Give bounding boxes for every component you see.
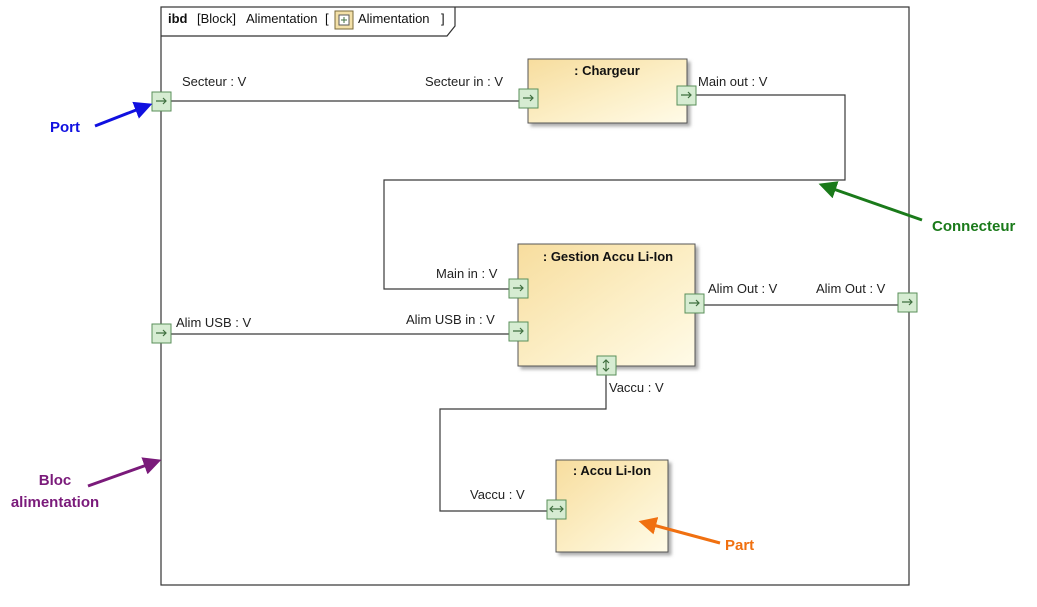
part-chargeur-title: : Chargeur (574, 63, 640, 78)
arrow-connecteur (818, 181, 923, 222)
label-alim-out-gestion: Alim Out : V (708, 281, 778, 296)
port-alim-out-gestion[interactable] (684, 293, 705, 314)
port-main-out[interactable] (676, 85, 697, 106)
connector-main[interactable] (383, 94, 846, 290)
label-vaccu-gestion: Vaccu : V (609, 380, 664, 395)
block-icon (334, 10, 354, 30)
port-secteur[interactable] (151, 91, 172, 112)
annotation-bloc-line2: alimentation (11, 494, 99, 511)
label-vaccu-accu: Vaccu : V (470, 487, 525, 502)
port-secteur-in[interactable] (518, 88, 539, 109)
connector-vaccu[interactable] (439, 374, 607, 512)
arrow-bloc (87, 457, 162, 488)
part-gestion-title: : Gestion Accu Li-Ion (543, 249, 673, 264)
part-accu-title: : Accu Li-Ion (573, 463, 651, 478)
frame-bracket-close: ] (441, 11, 445, 26)
annotation-connecteur: Connecteur (932, 218, 1016, 235)
label-main-out: Main out : V (698, 74, 768, 89)
annotation-port: Port (50, 119, 80, 136)
part-chargeur[interactable]: : Chargeur (527, 58, 688, 124)
port-vaccu-gestion[interactable] (596, 355, 617, 376)
part-gestion-accu[interactable]: : Gestion Accu Li-Ion (517, 243, 696, 367)
label-secteur-in: Secteur in : V (425, 74, 503, 89)
frame-heading-tab (161, 7, 456, 37)
frame-icon-label: Alimentation (358, 11, 430, 26)
part-accu[interactable]: : Accu Li-Ion (555, 459, 669, 553)
arrow-part (638, 517, 721, 545)
port-alim-out-block[interactable] (897, 292, 918, 313)
annotation-part: Part (725, 537, 754, 554)
label-secteur: Secteur : V (182, 74, 247, 89)
frame-kind: ibd (168, 11, 188, 26)
frame-name: Alimentation (246, 11, 318, 26)
port-alim-usb-in[interactable] (508, 321, 529, 342)
arrow-port (94, 101, 153, 128)
port-main-in[interactable] (508, 278, 529, 299)
frame-bracket-open: [ (325, 11, 329, 26)
port-alim-usb[interactable] (151, 323, 172, 344)
label-alim-out-block: Alim Out : V (816, 281, 886, 296)
annotation-bloc-line1: Bloc (39, 472, 72, 489)
port-vaccu-accu[interactable] (546, 499, 567, 520)
label-alim-usb: Alim USB : V (176, 315, 251, 330)
label-main-in: Main in : V (436, 266, 498, 281)
frame-stereotype: [Block] (197, 11, 236, 26)
label-alim-usb-in: Alim USB in : V (406, 312, 495, 327)
